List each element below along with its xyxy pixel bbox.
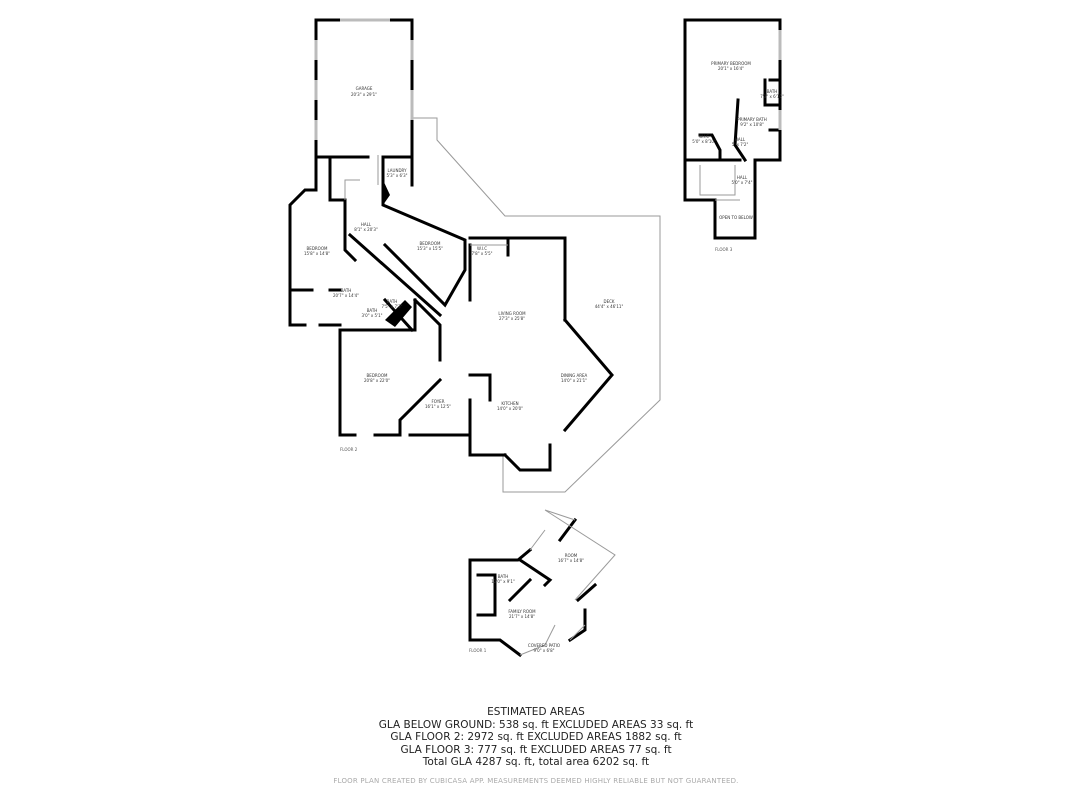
room-dim: 7'8" x 5'5" bbox=[472, 251, 493, 256]
room-label-primary-bath: PRIMARY BATH bbox=[737, 117, 766, 122]
estimated-areas: ESTIMATED AREAS GLA BELOW GROUND: 538 sq… bbox=[0, 706, 1072, 769]
room-dim: 7'3" x 6'10" bbox=[760, 94, 784, 99]
room-dim: 20'3" x 29'1" bbox=[351, 92, 377, 97]
area-line: GLA FLOOR 2: 2972 sq. ft EXCLUDED AREAS … bbox=[390, 731, 682, 743]
deck-outline bbox=[412, 117, 661, 493]
floor-1-plan bbox=[468, 509, 616, 658]
floor-label: FLOOR 1 bbox=[469, 648, 487, 653]
room-label-wic: W.I.C bbox=[477, 246, 487, 251]
room-dim: 16'7" x 14'8" bbox=[558, 558, 584, 563]
room-label-kitchen: KITCHEN bbox=[501, 401, 518, 406]
room-label-deck: DECK bbox=[603, 299, 614, 304]
room-dim: 15'3" x 15'5" bbox=[417, 246, 443, 251]
floor-3-walls bbox=[683, 18, 782, 240]
area-line: GLA BELOW GROUND: 538 sq. ft EXCLUDED AR… bbox=[378, 718, 694, 731]
room-dim: 7'5" x 7'3" bbox=[382, 304, 403, 309]
room-label-bedroom: BEDROOM bbox=[420, 241, 441, 246]
room-label-bedroom: BEDROOM bbox=[307, 246, 328, 251]
areas-title: ESTIMATED AREAS bbox=[487, 706, 585, 718]
room-label-garage: GARAGE bbox=[356, 86, 373, 91]
room-label-bath: BATH bbox=[498, 574, 509, 579]
room-dim: 5'0" x 8'10" bbox=[692, 139, 716, 144]
floor-label: FLOOR 2 bbox=[340, 447, 358, 452]
room-dim: 8'1" x 20'3" bbox=[354, 227, 378, 232]
floor-1-walls bbox=[468, 517, 598, 658]
area-line: Total GLA 4287 sq. ft, total area 6202 s… bbox=[422, 756, 650, 768]
room-dim: 5'0" x 7'4" bbox=[732, 180, 753, 185]
room-label-laundry: LAUNDRY bbox=[387, 168, 407, 173]
room-dim: 3'0" x 5'1" bbox=[362, 313, 383, 318]
room-dim: 20'7" x 14'4" bbox=[333, 293, 359, 298]
floor-2-plan bbox=[288, 18, 661, 493]
room-dim: 20'1" x 16'4" bbox=[718, 66, 744, 71]
room-label-hall: HALL bbox=[361, 222, 372, 227]
room-label-wic: W.I.C bbox=[699, 134, 709, 139]
room-label-foyer: FOYER bbox=[432, 399, 445, 404]
room-dim: 5' x 7'2" bbox=[732, 142, 749, 147]
room-label-covered-patio: COVERED PATIO bbox=[528, 643, 560, 648]
room-dim: 9'2" x 10'8" bbox=[740, 122, 764, 127]
floor-label: FLOOR 3 bbox=[715, 247, 733, 252]
room-label-bath: BATH bbox=[367, 308, 378, 313]
room-label-open-to-below: OPEN TO BELOW bbox=[719, 215, 753, 220]
room-dim: 21'7" x 14'8" bbox=[509, 614, 535, 619]
room-dim: 44'4" x 46'11" bbox=[595, 304, 624, 309]
room-label-room: ROOM bbox=[565, 553, 578, 558]
room-label-hall: HALL bbox=[735, 137, 746, 142]
room-dim: 5'3" x 6'3" bbox=[387, 173, 408, 178]
room-label-living-room: LIVING ROOM bbox=[498, 311, 526, 316]
area-line: GLA FLOOR 3: 777 sq. ft EXCLUDED AREAS 7… bbox=[400, 743, 672, 756]
room-label-bath: BATH bbox=[767, 89, 778, 94]
room-dim: 27'3" x 25'8" bbox=[499, 316, 525, 321]
room-dim: 20'8" x 22'0" bbox=[364, 378, 390, 383]
floor-2-walls bbox=[288, 155, 614, 472]
floor-3-plan bbox=[683, 18, 782, 240]
room-dim: 15'8" x 14'8" bbox=[304, 251, 330, 256]
room-dim: 16'1" x 12'5" bbox=[425, 404, 451, 409]
room-label-bath: BATH bbox=[387, 299, 398, 304]
room-dim: 14'0" x 21'1" bbox=[561, 378, 587, 383]
room-dim: 12'0" x 9'1" bbox=[491, 579, 515, 584]
room-label-dining-area: DINING AREA bbox=[561, 373, 588, 378]
room-dim: 9'0" x 6'8" bbox=[534, 648, 555, 653]
room-label-primary-bedroom: PRIMARY BEDROOM bbox=[711, 61, 751, 66]
room-labels: GARAGE 20'3" x 29'1" LAUNDRY 5'3" x 6'3"… bbox=[304, 61, 784, 653]
disclaimer: FLOOR PLAN CREATED BY CUBICASA APP. MEAS… bbox=[333, 777, 739, 785]
room-label-family-room: FAMILY ROOM bbox=[508, 609, 536, 614]
room-label-hall: HALL bbox=[737, 175, 748, 180]
room-dim: 14'0" x 20'0" bbox=[497, 406, 523, 411]
room-label-bath: BATH bbox=[341, 288, 352, 293]
room-label-bedroom: BEDROOM bbox=[367, 373, 388, 378]
